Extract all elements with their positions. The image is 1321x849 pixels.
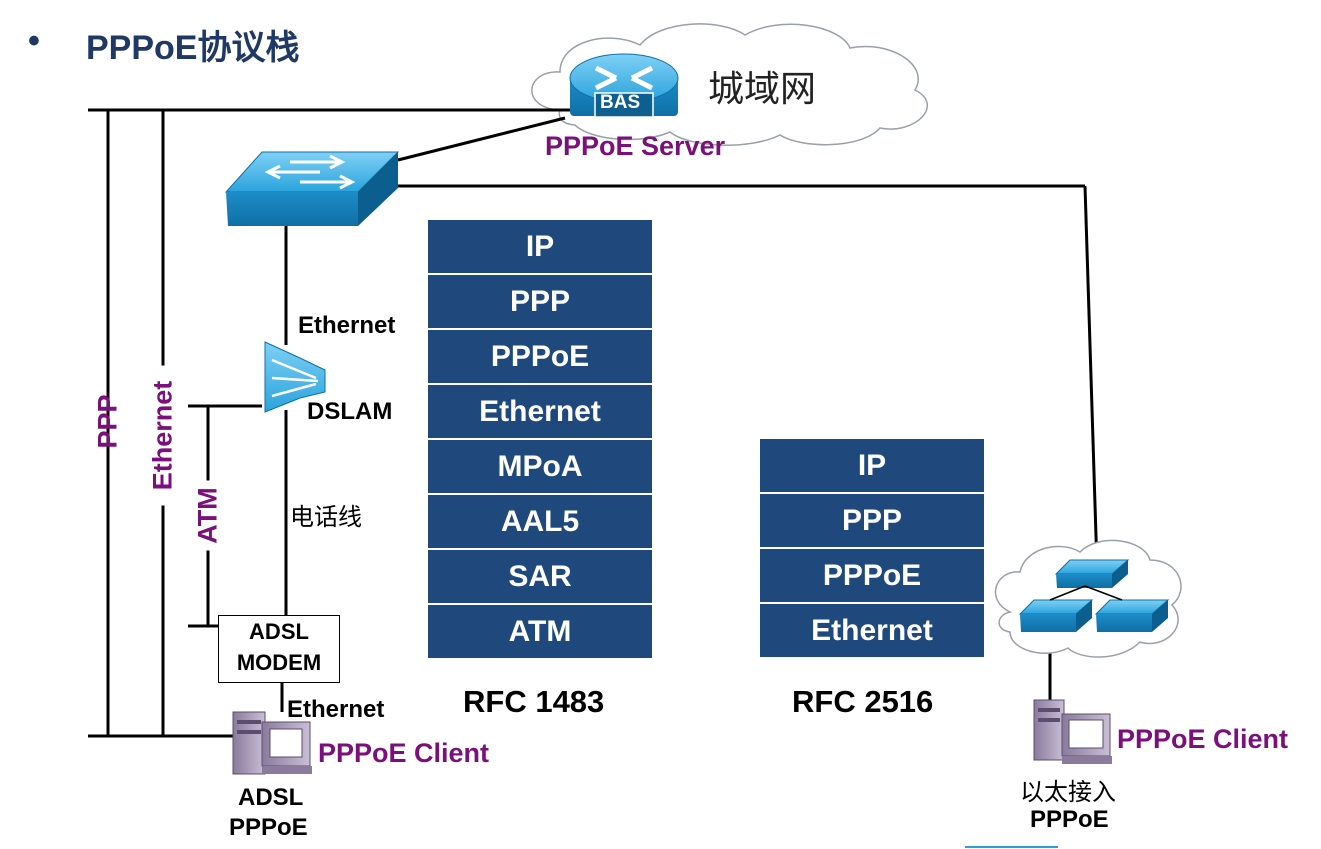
rfc1483-layer: Ethernet [428,385,652,440]
right-caption-line2: PPPoE [1030,806,1109,833]
pc-link-label: Ethernet [287,696,385,723]
modem-line2: MODEM [236,650,322,675]
ppp-vertical-label: PPP [92,394,123,449]
adsl-modem: ADSL MODEM [218,615,340,683]
rfc1483-layer: PPPoE [428,330,652,385]
access-switch-icon [1018,559,1170,632]
pppoe-server-label: PPPoE Server [545,131,726,161]
page-title: PPPoE协议栈 [86,29,300,67]
access-cloud [994,539,1182,658]
dslam-label: DSLAM [307,398,393,425]
rfc1483-caption: RFC 1483 [463,684,605,719]
dslam-icon [264,341,326,413]
ethernet-vertical-label: Ethernet [147,365,179,506]
right-pc-icon [1033,699,1112,764]
rfc1483-stack: IP PPP PPPoE Ethernet MPoA AAL5 SAR ATM [428,220,652,660]
left-pc-icon [232,711,312,775]
left-client-label: PPPoE Client [318,738,490,768]
title-bullet: • [28,22,40,60]
left-caption-line1: ADSL [238,784,304,811]
rfc1483-layer: SAR [428,550,652,605]
modem-line1: ADSL [249,619,309,644]
right-caption-line1: 以太接入 [1020,779,1116,806]
rfc1483-layer: AAL5 [428,495,652,550]
right-client-label: PPPoE Client [1117,724,1289,754]
rfc2516-layer: Ethernet [760,604,984,659]
metro-cloud-label: 城域网 [708,68,817,109]
rfc2516-layer: PPPoE [760,549,984,604]
rfc2516-caption: RFC 2516 [792,684,934,719]
bas-router-icon [569,53,679,118]
rfc2516-layer: IP [760,439,984,494]
rfc2516-stack: IP PPP PPPoE Ethernet [760,439,984,659]
left-caption-line2: PPPoE [229,814,308,841]
rfc1483-layer: IP [428,220,652,275]
atm-vertical-label: ATM [192,480,224,551]
rfc1483-layer: ATM [428,605,652,660]
rfc2516-layer: PPP [760,494,984,549]
switch-icon [224,151,400,226]
rfc1483-layer: MPoA [428,440,652,495]
phone-line-label: 电话线 [290,504,362,531]
rfc1483-layer: PPP [428,275,652,330]
ethernet-link-label: Ethernet [298,312,396,339]
bas-label: BAS [600,92,641,113]
